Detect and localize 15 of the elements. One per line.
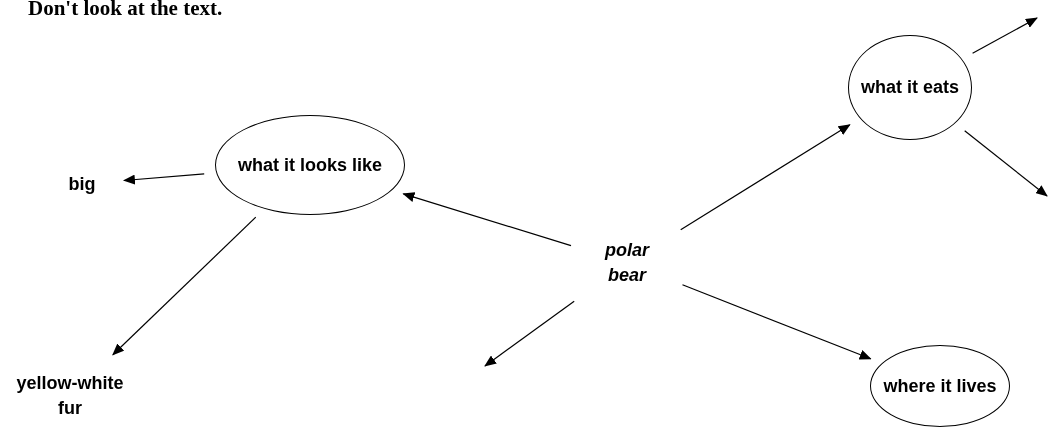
arrow (972, 17, 1038, 54)
arrow (681, 284, 872, 360)
topic-label: what it eats (861, 76, 959, 99)
arrow (402, 192, 572, 247)
word-label: big (68, 172, 96, 196)
arrow (122, 173, 205, 185)
arrow (112, 216, 257, 356)
topic-label: what it looks like (237, 153, 382, 177)
word-label: yellow-white fur (15, 372, 125, 420)
topic-label: where it lives (883, 374, 997, 398)
title: Don't look at the text. (28, 0, 223, 21)
arrow (680, 124, 851, 231)
arrow (484, 300, 575, 367)
word-label: polar bear (603, 239, 651, 287)
arrow (964, 130, 1048, 197)
